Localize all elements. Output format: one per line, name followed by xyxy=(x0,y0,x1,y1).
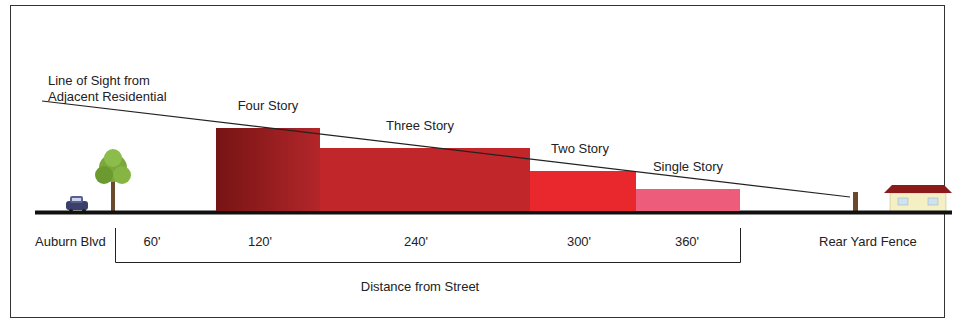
building-block: Four Story xyxy=(216,128,320,211)
distance-mark: 60' xyxy=(144,234,161,250)
building-block: Three Story xyxy=(320,148,530,211)
tree xyxy=(95,149,131,212)
building-block: Single Story xyxy=(636,189,740,211)
ground-line xyxy=(35,211,952,215)
distance-mark: 120' xyxy=(248,234,272,250)
building-heading: Three Story xyxy=(386,118,454,134)
building-block: Two Story xyxy=(530,171,636,211)
distance-mark: 300' xyxy=(567,234,591,250)
distance-bracket xyxy=(116,228,741,263)
house xyxy=(884,185,952,212)
fence-label: Rear Yard Fence xyxy=(819,234,917,250)
street-name: Auburn Blvd xyxy=(35,234,106,250)
distance-mark: 360' xyxy=(675,234,699,250)
building-heading: Four Story xyxy=(238,98,299,114)
car xyxy=(66,196,88,213)
line-of-sight xyxy=(42,101,850,197)
building-heading: Two Story xyxy=(551,141,609,157)
fence-post xyxy=(853,192,858,212)
distance-mark: 240' xyxy=(404,234,428,250)
axis-title: Distance from Street xyxy=(361,279,480,295)
sight-line-note: Line of Sight from Adjacent Residential xyxy=(48,73,183,104)
building-heading: Single Story xyxy=(653,159,723,175)
frame xyxy=(11,6,945,318)
